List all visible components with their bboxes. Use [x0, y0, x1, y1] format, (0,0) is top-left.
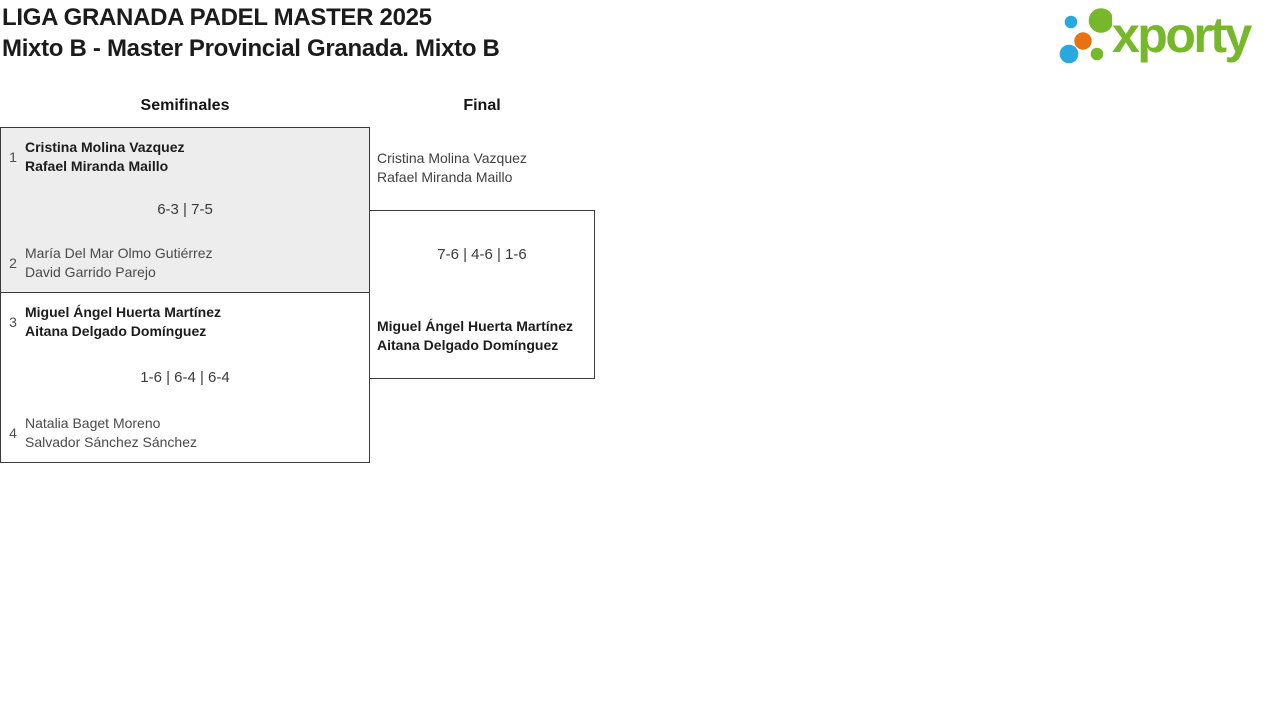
participant-row: 4 Natalia Baget Moreno Salvador Sánchez … — [1, 414, 367, 452]
match-score: 7-6 | 4-6 | 1-6 — [437, 246, 527, 263]
logo-dot-green-small — [1090, 47, 1104, 61]
page-title: LIGA GRANADA PADEL MASTER 2025 — [2, 4, 432, 31]
player-name: Natalia Baget Moreno — [25, 415, 161, 431]
participant-row: 1 Cristina Molina Vazquez Rafael Miranda… — [1, 138, 367, 176]
seed-number: 3 — [9, 314, 17, 330]
player-name: Miguel Ángel Huerta Martínez — [377, 318, 574, 334]
player-name: Rafael Miranda Maillo — [25, 158, 169, 174]
xporty-logo-text: xporty — [1112, 7, 1252, 63]
player-name: Aitana Delgado Domínguez — [25, 323, 207, 339]
seed-number: 2 — [9, 255, 17, 271]
pair-names: Cristina Molina Vazquez Rafael Miranda M… — [25, 138, 367, 176]
xporty-logo[interactable]: xporty — [1045, 4, 1277, 72]
player-name: María Del Mar Olmo Gutiérrez — [25, 245, 213, 261]
header-title-block: LIGA GRANADA PADEL MASTER 2025 Mixto B -… — [2, 2, 500, 64]
player-name: Aitana Delgado Domínguez — [377, 337, 559, 353]
pair-names: Miguel Ángel Huerta Martínez Aitana Delg… — [25, 303, 367, 341]
pair-names: Natalia Baget Moreno Salvador Sánchez Sá… — [25, 414, 367, 452]
player-name: Cristina Molina Vazquez — [25, 139, 185, 155]
round-header-semifinales: Semifinales — [140, 97, 230, 114]
logo-dot-orange — [1074, 32, 1092, 50]
xporty-logo-dots-icon — [1059, 8, 1112, 64]
page-subtitle: Mixto B - Master Provincial Granada. Mix… — [2, 35, 500, 62]
player-name: Miguel Ángel Huerta Martínez — [25, 304, 222, 320]
participant-row: 3 Miguel Ángel Huerta Martínez Aitana De… — [1, 303, 367, 341]
match-final[interactable]: 7-6 | 4-6 | 1-6 Miguel Ángel Huerta Mart… — [369, 210, 595, 379]
seed-number: 1 — [9, 149, 17, 165]
pair-names: María Del Mar Olmo Gutiérrez David Garri… — [25, 244, 367, 282]
player-name: Rafael Miranda Maillo — [377, 169, 513, 185]
match-score: 1-6 | 6-4 | 6-4 — [140, 368, 230, 386]
participant-row: 2 María Del Mar Olmo Gutiérrez David Gar… — [1, 244, 367, 282]
final-top-finalist: Cristina Molina Vazquez Rafael Miranda M… — [377, 149, 527, 187]
round-header-final: Final — [463, 97, 501, 114]
final-bottom-finalist: Miguel Ángel Huerta Martínez Aitana Delg… — [377, 317, 573, 355]
logo-dot-blue-small — [1064, 15, 1078, 29]
match-score: 6-3 | 7-5 — [157, 201, 213, 218]
logo-dot-blue-large — [1059, 44, 1079, 64]
player-name: Cristina Molina Vazquez — [377, 150, 527, 166]
seed-number: 4 — [9, 425, 17, 441]
logo-dot-green-large — [1088, 8, 1112, 33]
match-semifinal-2[interactable]: 3 Miguel Ángel Huerta Martínez Aitana De… — [0, 292, 370, 463]
match-semifinal-1[interactable]: 1 Cristina Molina Vazquez Rafael Miranda… — [0, 127, 370, 293]
player-name: David Garrido Parejo — [25, 264, 156, 280]
player-name: Salvador Sánchez Sánchez — [25, 434, 197, 450]
